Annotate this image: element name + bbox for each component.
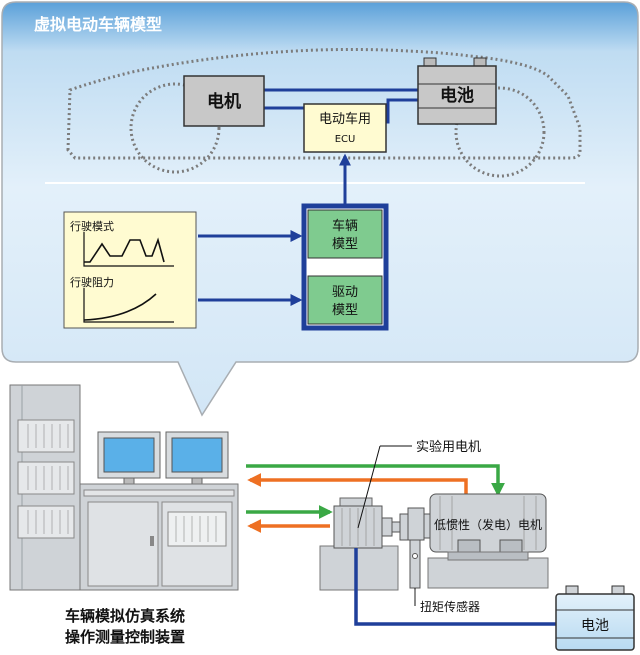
motor-label: 电机 <box>207 91 241 112</box>
test-motor-base <box>319 545 399 591</box>
green-signal-arrow-top <box>246 464 505 497</box>
vehicle-battery-label: 电池 <box>440 85 474 106</box>
system-label-line1: 车辆模拟仿真系统 <box>65 607 185 625</box>
ecu-label-2: ECU <box>335 134 356 145</box>
torque-sensor <box>407 507 425 589</box>
server-rack <box>9 384 81 591</box>
drive-resistance-graph-curve <box>83 293 157 321</box>
vehicle-battery <box>417 57 497 125</box>
callout-title: 虚拟电动车辆模型 <box>34 15 162 34</box>
torque-sensor-label: 扭矩传感器 <box>420 599 480 614</box>
generator-base <box>427 557 549 589</box>
vehicle-model-label-1: 车辆 <box>332 218 358 234</box>
motor-box <box>183 75 265 127</box>
drive-mode-label: 行驶模式 <box>70 219 114 233</box>
power-cable <box>354 548 556 626</box>
drive-mode-graph-curve <box>84 237 165 263</box>
external-battery-label: 电池 <box>581 618 609 634</box>
low-inertia-generator-label: 低惯性（发电）电机 <box>434 517 542 532</box>
generator-base-top <box>447 551 529 561</box>
drive-model-label-1: 驱动 <box>332 285 358 300</box>
ecu-box <box>303 103 387 153</box>
test-motor-label: 实验用电机 <box>416 439 481 455</box>
test-motor <box>333 497 393 549</box>
monitor-left <box>97 431 161 485</box>
car-outline <box>66 47 582 178</box>
test-motor-pointer-diag <box>357 445 381 529</box>
vehicle-model-box <box>307 209 383 259</box>
drive-model-box <box>307 275 383 325</box>
vehicle-model-label-2: 模型 <box>332 237 358 252</box>
drive-resistance-label: 行驶阻力 <box>70 275 114 289</box>
drive-mode-graph-axes <box>83 232 174 267</box>
input-panel <box>63 211 197 329</box>
control-desk <box>79 483 239 591</box>
orange-signal-arrow-top <box>247 473 468 496</box>
ecu-label-1: 电动车用 <box>319 111 371 127</box>
system-label-line2: 操作测量控制装置 <box>65 628 185 646</box>
drive-model-label-2: 模型 <box>332 303 358 318</box>
external-battery <box>555 585 635 651</box>
battery-ecu-link <box>386 98 418 124</box>
drive-resistance-graph-axes <box>83 288 174 323</box>
monitor-right <box>165 431 229 485</box>
